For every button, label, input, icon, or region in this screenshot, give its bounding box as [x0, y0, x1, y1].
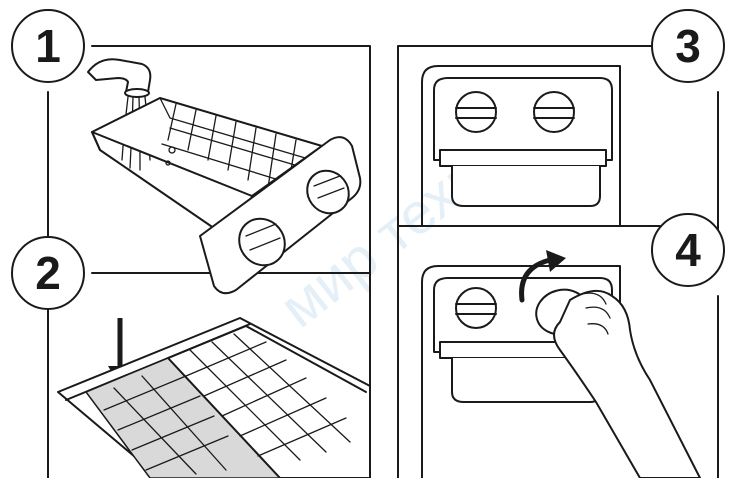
faucet-icon: [88, 59, 150, 97]
step2-illustration: [58, 318, 370, 478]
step-badge-4: 4: [652, 214, 724, 286]
step-number-1: 1: [35, 20, 61, 72]
step4-illustration: [422, 250, 700, 478]
ice-maker-knob-left-icon: [456, 92, 496, 132]
step-number-2: 2: [35, 247, 61, 299]
step-badge-1: 1: [12, 10, 84, 82]
step-badge-2: 2: [12, 237, 84, 309]
ice-maker-knob-left-icon-step4: [456, 288, 496, 328]
ice-maker-knob-right-icon: [534, 92, 574, 132]
ice-tray-inserting: [58, 318, 370, 478]
step-badge-3: 3: [652, 10, 724, 82]
step-number-4: 4: [675, 224, 701, 276]
step-number-3: 3: [675, 20, 701, 72]
